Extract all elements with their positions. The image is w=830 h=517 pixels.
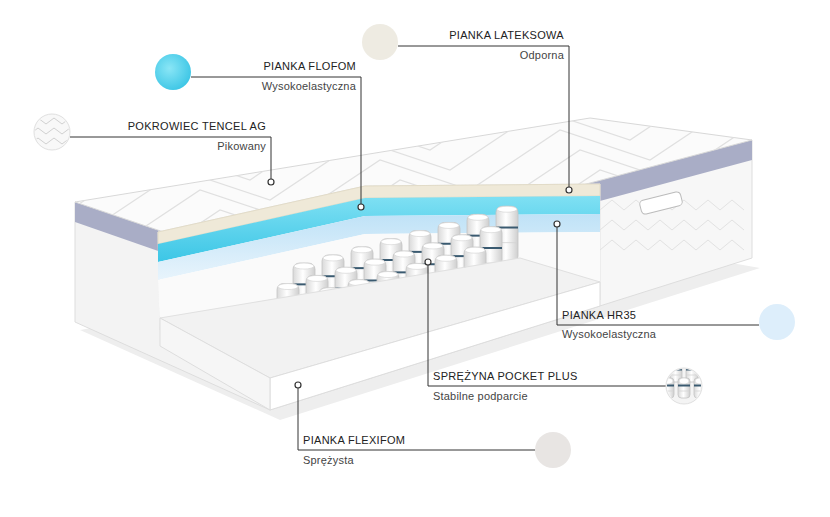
handle: [639, 191, 683, 215]
callout-subtitle: Stabilne podparcie: [433, 390, 528, 403]
leader-lines: [70, 46, 759, 450]
callout-title: SPRĘŻYNA POCKET PLUS: [433, 370, 578, 383]
callout-title: PIANKA FLEXIFOM: [303, 434, 405, 447]
callout-title: PIANKA FLOFOM: [263, 60, 356, 73]
callout-subtitle: Sprężysta: [303, 454, 354, 467]
callout-title: POKROWIEC TENCEL AG: [128, 120, 266, 133]
callout-subtitle: Odporna: [520, 49, 564, 62]
callout-title: PIANKA LATEKSOWA: [449, 29, 564, 42]
base-side: [160, 318, 270, 410]
callout-subtitle: Wysokoelastyczna: [562, 328, 656, 341]
hr35-icon: [759, 304, 795, 340]
cover-icon: [30, 114, 78, 150]
base-front: [270, 282, 600, 410]
flexifom-icon: [535, 432, 571, 468]
callout-subtitle: Pikowany: [217, 140, 266, 153]
spring-icon: [662, 362, 706, 404]
leader-dots: [268, 179, 572, 388]
callout-title: PIANKA HR35: [562, 309, 636, 322]
flofom-icon: [155, 54, 191, 90]
latex-icon: [362, 24, 398, 60]
callout-subtitle: Wysokoelastyczna: [262, 80, 356, 93]
